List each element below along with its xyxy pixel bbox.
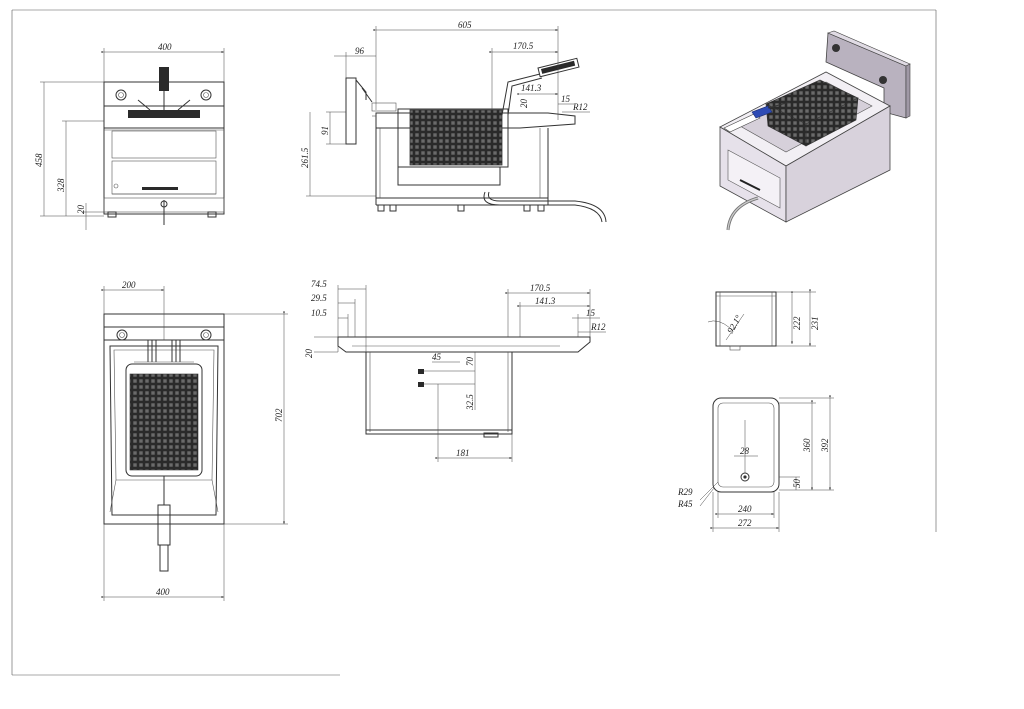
section-d20-label: 20 (304, 349, 314, 359)
section-d74-label: 74.5 (311, 279, 327, 289)
tank-w240-label: 240 (738, 504, 752, 514)
section-d70-label: 70 (465, 357, 475, 367)
sheet-frame (11, 9, 937, 676)
tank-angle-label: 92.1° (725, 313, 744, 335)
side-panel-label: 91 (320, 126, 330, 135)
tank-h360-label: 360 (802, 438, 812, 453)
tank-h231-label: 231 (810, 317, 820, 331)
side-rim-inner-label: 141.3 (521, 83, 542, 93)
side-rim-label: 170.5 (513, 41, 534, 51)
front-view: 400 458 328 20 (34, 42, 225, 230)
front-height-label: 458 (34, 153, 44, 167)
side-lip-label: 15 (561, 94, 571, 104)
section-d10-label: 10.5 (311, 308, 327, 318)
tank-d50-label: 50 (792, 479, 802, 489)
section-radius-label: R12 (590, 322, 606, 332)
section-rim-inner-label: 141.3 (535, 296, 556, 306)
side-height-label: 261.5 (300, 147, 310, 168)
top-half-width-label: 200 (122, 280, 136, 290)
side-radius-label: R12 (572, 102, 588, 112)
iso-view (719, 30, 911, 231)
section-d29-label: 29.5 (311, 293, 327, 303)
tank-h222-label: 222 (792, 316, 802, 330)
tank-h392-label: 392 (820, 438, 830, 453)
section-d45-label: 45 (432, 352, 442, 362)
section-rim-label: 170.5 (530, 283, 551, 293)
front-foot-label: 20 (76, 205, 86, 215)
tank-r45-label: R45 (677, 499, 693, 509)
section-d181-label: 181 (456, 448, 470, 458)
tank-r29-label: R29 (677, 487, 693, 497)
top-depth-label: 702 (274, 408, 284, 422)
side-rim-thick-label: 20 (519, 99, 529, 109)
top-width-label: 400 (156, 587, 170, 597)
section-d32-label: 32.5 (465, 394, 475, 411)
section-view: 74.5 29.5 10.5 20 170.5 141.3 15 R12 45 … (304, 279, 606, 462)
side-overhang-label: 96 (355, 46, 365, 56)
side-depth-label: 605 (458, 20, 472, 30)
top-view: 200 702 400 (101, 280, 288, 601)
tank-d28-label: 28 (740, 446, 750, 456)
front-body-height-label: 328 (56, 178, 66, 193)
tank-top-view: 28 360 392 50 R29 R45 240 272 (677, 395, 834, 532)
tank-side-view: 92.1° 222 231 (707, 289, 820, 351)
section-lip-label: 15 (586, 308, 596, 318)
front-width-label: 400 (158, 42, 172, 52)
side-view: 605 96 170.5 141.3 20 15 R12 91 261.5 (300, 20, 607, 223)
tank-w272-label: 272 (738, 518, 752, 528)
